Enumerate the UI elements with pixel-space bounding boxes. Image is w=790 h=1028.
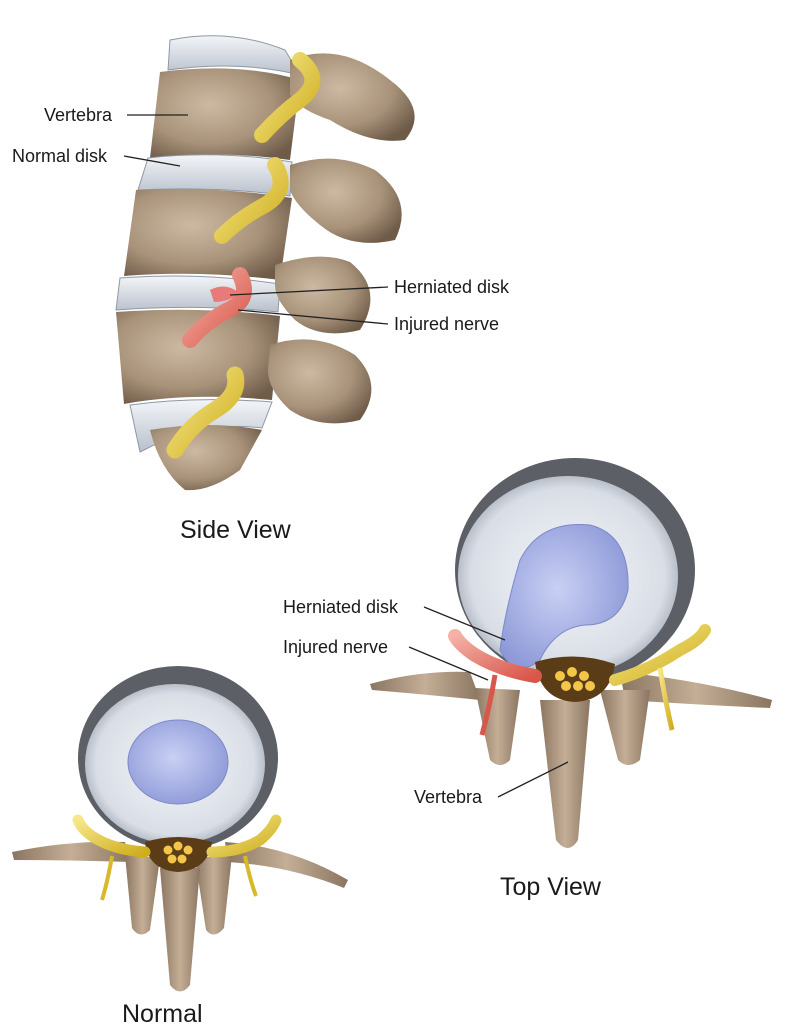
label-vertebra-side: Vertebra bbox=[44, 105, 113, 125]
caption-side-view: Side View bbox=[180, 516, 292, 544]
spinous-process bbox=[290, 159, 402, 243]
spinous-process bbox=[268, 339, 371, 423]
side-view-illustration bbox=[116, 36, 415, 490]
label-injured-nerve-top: Injured nerve bbox=[283, 637, 388, 657]
label-herniated-disk-top: Herniated disk bbox=[283, 597, 399, 617]
caption-normal: Normal bbox=[122, 1000, 203, 1028]
spinous-process bbox=[275, 257, 370, 334]
spinous-process-top bbox=[540, 700, 590, 848]
normal-view-illustration bbox=[12, 666, 348, 992]
lamina bbox=[195, 855, 232, 935]
lamina bbox=[600, 690, 650, 765]
label-herniated-disk-side: Herniated disk bbox=[394, 277, 510, 297]
spinous-process-top bbox=[160, 868, 200, 992]
transverse-process bbox=[370, 672, 480, 700]
nucleus-normal bbox=[128, 720, 228, 804]
caption-top-view: Top View bbox=[500, 873, 602, 901]
label-injured-nerve-side: Injured nerve bbox=[394, 314, 499, 334]
lamina bbox=[125, 855, 160, 935]
label-normal-disk: Normal disk bbox=[12, 146, 108, 166]
nerve-branch bbox=[102, 856, 112, 900]
vertebral-body bbox=[150, 425, 262, 490]
label-vertebra-top: Vertebra bbox=[414, 787, 483, 807]
